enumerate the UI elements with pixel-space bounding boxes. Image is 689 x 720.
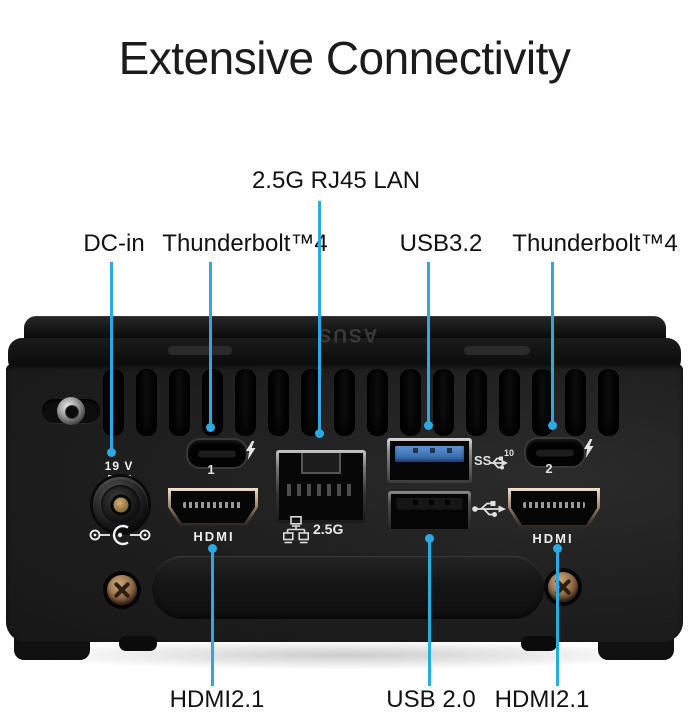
- callout-label-thunderbolt-left: Thunderbolt™4: [162, 230, 328, 257]
- thunderbolt4-port-2: [524, 437, 586, 468]
- callout-dot-hdmi-right: [553, 544, 562, 553]
- hdmi-cavity: [171, 491, 255, 523]
- callout-line-hdmi-left: [211, 548, 214, 686]
- vent-slot: [103, 369, 124, 436]
- hdmi-pins: [523, 502, 585, 508]
- lan-network-icon: [283, 516, 309, 544]
- hdmi-marking-left: HDMI: [193, 529, 235, 544]
- callout-label-usb32: USB3.2: [399, 230, 483, 257]
- callout-line-thunderbolt-left: [209, 262, 212, 427]
- vent-slot: [301, 369, 322, 436]
- lid-vent-slot-right: [464, 346, 530, 355]
- usb32-blue-tongue: [395, 446, 464, 462]
- hdmi-port-right: [508, 488, 600, 528]
- device-drop-shadow: [18, 640, 670, 670]
- usb20-cavity: [391, 494, 468, 529]
- callout-dot-usb20: [425, 534, 434, 543]
- rj45-clip-slot: [301, 453, 341, 474]
- usbc-slot: [535, 448, 575, 457]
- callout-line-hdmi-right: [556, 548, 559, 686]
- vent-slot: [136, 369, 157, 436]
- lightning-icon: [584, 439, 594, 458]
- vent-slot: [202, 369, 223, 436]
- rj45-lan-port: [276, 450, 366, 523]
- dc-polarity-icon: [89, 524, 151, 546]
- vent-slot: [598, 369, 619, 436]
- antenna-connector-hole: [65, 405, 79, 419]
- callout-dot-dc-in: [107, 448, 116, 457]
- usb20-tongue: [396, 498, 463, 512]
- usb20-contacts: [402, 500, 457, 505]
- callout-dot-lan: [315, 429, 324, 438]
- vent-slot: [268, 369, 289, 436]
- callout-label-hdmi-right: HDMI2.1: [494, 686, 590, 713]
- usb32-cavity: [390, 441, 469, 480]
- usbc-slot: [197, 449, 237, 458]
- callout-dot-usb32: [424, 421, 433, 430]
- usb32-contacts: [401, 448, 458, 453]
- page-title: Extensive Connectivity: [118, 31, 571, 84]
- svg-text:SS: SS: [474, 453, 492, 468]
- usb32-port: [387, 438, 472, 483]
- bottom-notch-right: [521, 636, 557, 651]
- hdmi-marking-right: HDMI: [532, 531, 574, 546]
- svg-text:10: 10: [504, 448, 514, 458]
- vent-slot: [565, 369, 586, 436]
- rj45-cavity: [279, 453, 363, 520]
- thunderbolt-port1-number: 1: [207, 462, 215, 477]
- callout-dot-thunderbolt-left: [206, 423, 215, 432]
- vent-slot: [334, 369, 355, 436]
- vent-slot: [169, 369, 190, 436]
- screw-left: [107, 575, 137, 605]
- bottom-notch-left: [119, 636, 157, 651]
- callout-dot-hdmi-left: [208, 544, 217, 553]
- service-panel: [152, 556, 544, 619]
- vent-slot: [499, 369, 520, 436]
- callout-dot-thunderbolt-right: [548, 421, 557, 430]
- screw-right: [548, 572, 578, 602]
- callout-line-lan: [318, 201, 321, 433]
- callout-label-hdmi-left: HDMI2.1: [169, 686, 265, 713]
- hdmi-cavity: [511, 491, 597, 525]
- usb-trident-icon: [472, 501, 506, 517]
- vent-slot: [466, 369, 487, 436]
- vent-grille: [103, 369, 625, 436]
- antenna-connector: [57, 397, 85, 425]
- callout-line-usb32: [427, 262, 430, 424]
- superspeed-usb10-icon: SS 10: [474, 448, 514, 470]
- dc-in-port: [93, 477, 148, 532]
- usb20-port: [388, 491, 471, 532]
- vent-slot: [400, 369, 421, 436]
- rj45-pins: [287, 484, 355, 496]
- vent-slot: [367, 369, 388, 436]
- callout-line-usb20: [428, 538, 431, 686]
- vent-slot: [235, 369, 256, 436]
- callout-label-lan: 2.5G RJ45 LAN: [251, 167, 421, 194]
- dc-in-center-pin: [113, 497, 128, 512]
- lightning-icon: [246, 441, 256, 460]
- asus-logo: ASUS: [316, 324, 378, 345]
- callout-label-usb20: USB 2.0: [386, 686, 476, 713]
- vent-slot: [433, 369, 454, 436]
- vent-slot: [532, 369, 553, 436]
- dc-symbol-solid-line: [108, 475, 131, 477]
- callout-label-dc-in: DC-in: [83, 230, 145, 257]
- callout-label-thunderbolt-right: Thunderbolt™4: [512, 230, 678, 257]
- callout-line-thunderbolt-right: [551, 262, 554, 424]
- thunderbolt-port2-number: 2: [545, 461, 553, 476]
- dc-voltage-marking: 19 V: [104, 459, 134, 473]
- hdmi-pins: [183, 502, 243, 508]
- lid-vent-slot-left: [168, 346, 232, 355]
- hdmi-port-left: [168, 488, 258, 526]
- lan-speed-marking: 2.5G: [313, 521, 344, 537]
- thunderbolt4-port-1: [186, 438, 248, 469]
- callout-line-dc-in: [110, 262, 113, 452]
